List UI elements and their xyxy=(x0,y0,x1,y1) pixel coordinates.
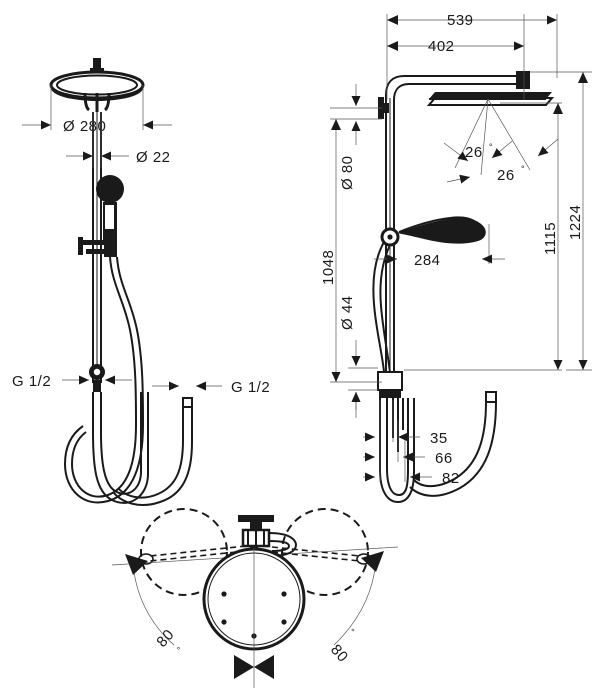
dim-label-d280: Ø 280 xyxy=(63,118,106,135)
hand-shower-hose-side xyxy=(372,241,391,374)
dim-label-82: 82 xyxy=(442,470,460,487)
dim-d44: Ø 44 xyxy=(339,295,378,418)
inlet-hose-right-side xyxy=(409,391,497,497)
dim-284: 284 xyxy=(374,224,505,269)
dim-label-80-left: 80 xyxy=(153,626,177,651)
hand-shower-side xyxy=(380,216,486,247)
hand-shower-hose-front xyxy=(63,256,145,504)
dim-label-d80: Ø 80 xyxy=(339,155,356,190)
dim-label-g12-left: G 1/2 xyxy=(12,373,51,390)
dim-g12-right: G 1/2 xyxy=(152,379,270,396)
dim-label-35: 35 xyxy=(430,430,448,447)
dim-82: 82 xyxy=(363,440,460,487)
dim-label-1224: 1224 xyxy=(567,205,584,240)
degree-symbol-right: ° xyxy=(521,164,525,174)
dim-label-d44: Ø 44 xyxy=(339,295,356,330)
angle-80-right: 80 ° xyxy=(327,551,384,666)
dim-label-1048: 1048 xyxy=(320,250,337,285)
dim-label-402: 402 xyxy=(428,38,455,55)
dim-g12-left: G 1/2 xyxy=(12,373,132,390)
lower-body-side xyxy=(377,371,403,398)
inlet-fitting-left-front xyxy=(89,364,105,392)
spray-angle-annotations: 26 ° 26 ° xyxy=(443,98,559,184)
dim-label-539: 539 xyxy=(447,12,474,29)
angle-80-left: 80 ° xyxy=(125,554,185,654)
dim-539: 539 xyxy=(387,12,557,29)
dim-label-26-right: 26 xyxy=(497,167,515,184)
riser-pipe-front xyxy=(92,112,102,383)
dim-label-1115: 1115 xyxy=(542,222,559,255)
swivel-circle-right xyxy=(281,508,369,596)
dim-1048: 1048 xyxy=(320,119,382,383)
front-elevation-view: Ø 280 Ø 22 G 1/2 G 1/2 xyxy=(12,58,270,506)
dim-402: 402 xyxy=(387,38,524,55)
dim-label-66: 66 xyxy=(435,450,453,467)
degree-symbol-80-left: ° xyxy=(175,645,185,655)
degree-symbol-80-right: ° xyxy=(347,627,357,637)
dim-label-80-right: 80 xyxy=(327,641,351,666)
dim-label-284: 284 xyxy=(414,252,441,269)
dim-35: 35 xyxy=(363,400,448,447)
dim-label-26-left: 26 xyxy=(465,144,483,161)
dim-riser-diameter: Ø 22 xyxy=(66,112,171,168)
side-elevation-view: 539 402 Ø 80 1048 xyxy=(320,12,592,504)
dim-d80: Ø 80 xyxy=(330,84,382,190)
shower-holder-bracket-front xyxy=(78,229,117,257)
degree-symbol-left: ° xyxy=(489,142,493,152)
riser-lower-loop-front xyxy=(92,392,149,504)
dim-label-g12-right: G 1/2 xyxy=(231,379,270,396)
dim-label-d22: Ø 22 xyxy=(136,149,171,166)
plan-view: 80 ° 80 ° xyxy=(111,508,399,688)
dim-overhead-diameter: Ø 280 xyxy=(22,85,172,135)
inlet-hose-right-front xyxy=(112,397,193,506)
swivel-circle-left xyxy=(140,508,228,596)
dim-1224: 1224 xyxy=(530,71,592,371)
overhead-shower-front xyxy=(49,58,145,112)
plan-center-arrow xyxy=(234,655,274,679)
dim-66: 66 xyxy=(363,420,453,467)
hose-bundle-side xyxy=(379,398,415,504)
dim-1115: 1115 xyxy=(404,102,563,371)
